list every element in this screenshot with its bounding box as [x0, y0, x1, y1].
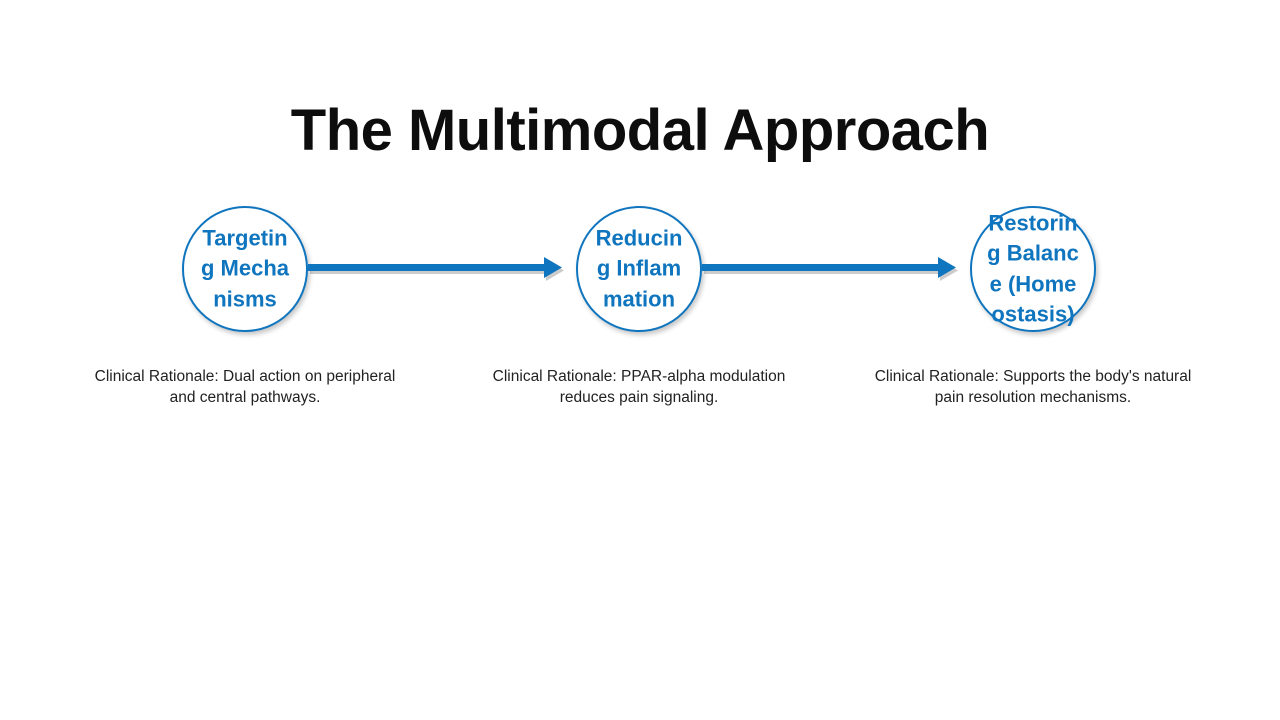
flow-node-3[interactable]: Restoring Balance (Homeostasis)	[970, 206, 1096, 332]
circle-shape-2	[576, 206, 702, 332]
page-title: The Multimodal Approach	[290, 97, 990, 163]
circle-shape-1	[182, 206, 308, 332]
flow-node-1[interactable]: Targeting Mechanisms	[182, 206, 308, 332]
arrow-right-icon	[702, 255, 964, 283]
flow-node-2[interactable]: Reducing Inflammation	[576, 206, 702, 332]
arrow-right-icon	[308, 255, 570, 283]
flow-node-caption-3: Clinical Rationale: Supports the body's …	[874, 368, 1192, 407]
circle-shape-3	[970, 206, 1096, 332]
flow-node-caption-1: Clinical Rationale: Dual action on perip…	[94, 368, 396, 407]
flow-node-caption-2: Clinical Rationale: PPAR-alpha modulatio…	[492, 368, 786, 407]
